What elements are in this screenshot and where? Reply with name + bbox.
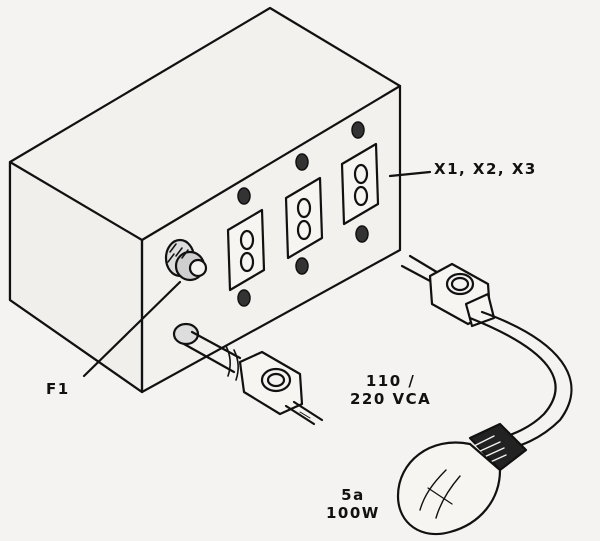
light-bulb bbox=[396, 441, 502, 536]
fuse-label: F1 bbox=[46, 380, 70, 398]
fuse-leader-line bbox=[82, 280, 182, 378]
voltage-label-line2: 220 VCA bbox=[350, 390, 432, 408]
lamp-socket bbox=[468, 422, 528, 472]
lamp-rating-line1: 5a bbox=[341, 486, 365, 504]
socket-x3 bbox=[340, 142, 380, 226]
voltage-label-line1: 110 / bbox=[365, 372, 416, 390]
enclosure-box bbox=[8, 6, 402, 394]
sockets-leader-line bbox=[388, 170, 432, 178]
sockets-label: X1, X2, X3 bbox=[434, 160, 537, 178]
socket-x2 bbox=[284, 176, 324, 260]
lamp-rating-line2: 100W bbox=[326, 504, 380, 522]
input-plug bbox=[238, 350, 324, 426]
screw-heads bbox=[237, 121, 369, 307]
fuse-holder bbox=[164, 238, 208, 282]
lamp-rating-label: 5a 100W bbox=[326, 486, 380, 522]
socket-x1 bbox=[226, 208, 266, 292]
lamp-cable bbox=[468, 310, 573, 454]
input-cord bbox=[172, 322, 242, 381]
voltage-label: 110 / 220 VCA bbox=[350, 372, 431, 408]
output-plug bbox=[400, 254, 496, 328]
